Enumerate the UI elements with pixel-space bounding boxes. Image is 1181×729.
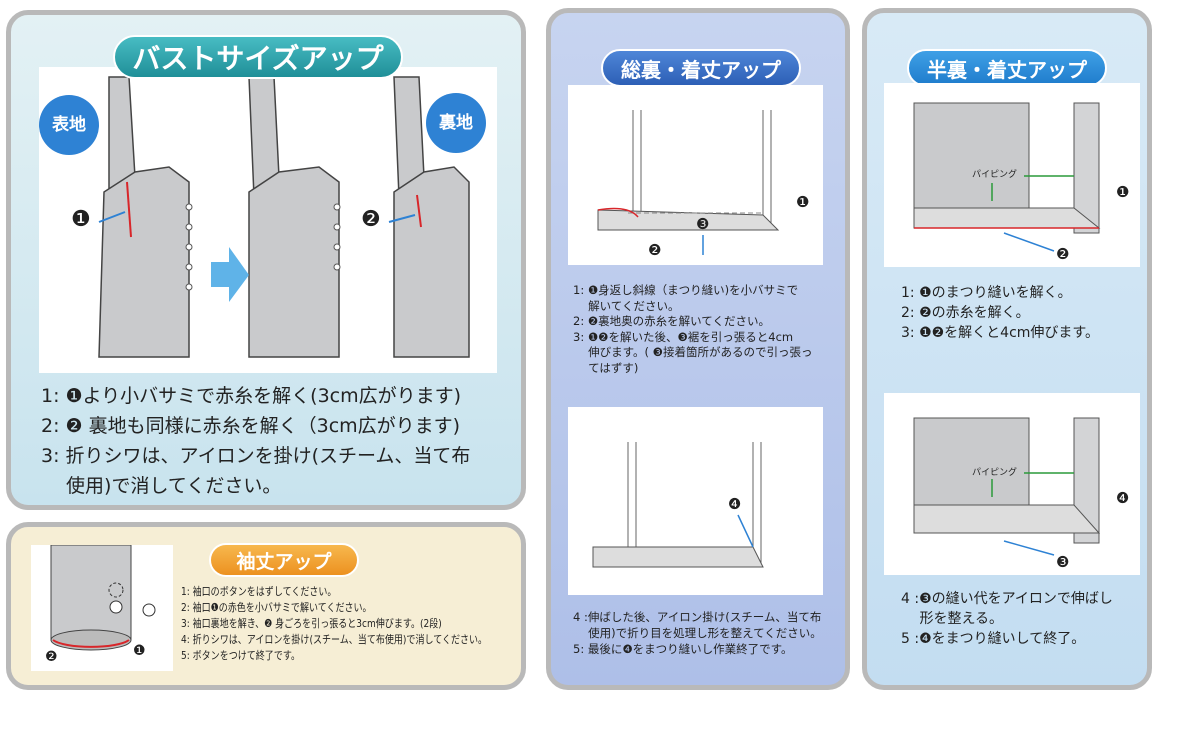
half-lining-steps-top: 1: ❶のまつり縫いを解く。 2: ❷の赤糸を解く。 3: ❶❷を解くと4cm伸… <box>901 283 1099 343</box>
marker-3: ❸ <box>696 215 710 233</box>
sleeve-step: 4: 折りシワは、アイロンを掛け(スチーム、当て布使用)で消してください。 <box>181 633 488 646</box>
marker-2: ❷ <box>1056 245 1070 263</box>
sleeve-illustration: ❶ ❷ <box>31 545 173 671</box>
half-lining-diagram-bottom: パイピング ❹ ❸ <box>884 393 1140 575</box>
half-lining-panel: 半裏・着丈アップ パイピング ❶ ❷ 1: ❶のまつり縫いを解く。 2: ❷の赤… <box>862 8 1152 690</box>
arrow-right-icon <box>211 247 249 302</box>
badge-front-fabric: 表地 <box>39 95 99 155</box>
step: 解いてください。 <box>573 298 680 313</box>
half-lining-steps-bottom: 4 :❸の縫い代をアイロンで伸ばし 形を整える。 5 :❹をまつり縫いして終了。 <box>901 589 1113 649</box>
bust-illustration: ❶ ❷ <box>39 67 497 373</box>
sleeve-step: 3: 袖口裏地を解き、❷ 身ごろを引っ張ると3cm伸びます。(2段) <box>181 617 442 630</box>
step: 1: ❶身返し斜線（まつり縫い)を小バサミで <box>573 283 799 297</box>
sleeve-steps: 1: 袖口のボタンをはずしてください。 2: 袖口❶の赤色を小バサミで解いてくだ… <box>181 584 487 664</box>
full-lining-panel: 総裏・着丈アップ ❶ ❷ ❸ 1: ❶身返し斜線（まつり縫い)を小バサミで 解い… <box>546 8 850 690</box>
full-lining-steps-top: 1: ❶身返し斜線（まつり縫い)を小バサミで 解いてください。 2: ❷裏地奥の… <box>573 283 812 376</box>
marker-2: ❷ <box>648 241 662 259</box>
sleeve-step: 1: 袖口のボタンをはずしてください。 <box>181 585 337 598</box>
step: 3: ❶❷を解いた後、❸裾を引っ張ると4cm <box>573 329 794 344</box>
bust-step: 使用)で消してください。 <box>41 475 282 497</box>
marker-4: ❹ <box>728 495 742 513</box>
piping-label: パイピング <box>972 468 1018 478</box>
half-lining-title: 半裏・着丈アップ <box>907 49 1107 87</box>
step: てはずす) <box>573 360 639 375</box>
marker-1: ❶ <box>796 193 810 211</box>
step: 4 :伸ばした後、アイロン掛け(スチーム、当て布 <box>573 610 822 624</box>
marker-4: ❹ <box>1116 489 1130 507</box>
sleeve-title: 袖丈アップ <box>209 543 359 577</box>
step: 伸びます。( ❸接着箇所があるので引っ張っ <box>573 345 813 359</box>
half-lining-diagram-top: パイピング ❶ ❷ <box>884 83 1140 267</box>
jacket-diagrams <box>98 76 470 358</box>
step: 形を整える。 <box>901 611 1004 627</box>
sleeve-step: 5: ボタンをつけて終了です。 <box>181 649 300 662</box>
sleeve-step: 2: 袖口❶の赤色を小バサミで解いてください。 <box>181 601 372 614</box>
step: 2: ❷の赤糸を解く。 <box>901 305 1030 321</box>
step: 1: ❶のまつり縫いを解く。 <box>901 285 1072 301</box>
full-lining-title: 総裏・着丈アップ <box>601 49 801 87</box>
full-lining-diagram-bottom: ❹ <box>568 407 823 595</box>
sleeve-diagram <box>50 545 156 651</box>
step: 5: 最後に❹をまつり縫いし作業終了です。 <box>573 642 793 656</box>
step: 2: ❷裏地奥の赤糸を解いてください。 <box>573 314 770 328</box>
step: 3: ❶❷を解くと4cm伸びます。 <box>901 325 1100 341</box>
bust-step: 2: ❷ 裏地も同様に赤糸を解く（3cm広がります) <box>41 415 461 437</box>
full-lining-steps-bottom: 4 :伸ばした後、アイロン掛け(スチーム、当て布 使用)で折り目を処理し形を整え… <box>573 609 822 657</box>
step: 5 :❹をまつり縫いして終了。 <box>901 631 1086 647</box>
badge-lining: 裏地 <box>426 93 486 153</box>
marker-2: ❷ <box>361 207 381 232</box>
marker-1: ❶ <box>1116 183 1130 201</box>
full-lining-diagram-top: ❶ ❷ ❸ <box>568 85 823 265</box>
step: 4 :❸の縫い代をアイロンで伸ばし <box>901 591 1113 607</box>
piping-label: パイピング <box>972 170 1018 180</box>
bust-size-panel: ❶ ❷ バストサイズアップ 表地 裏地 1: ❶より小バサミで赤糸を解く(3cm… <box>6 10 526 510</box>
bust-steps: 1: ❶より小バサミで赤糸を解く(3cm広がります) 2: ❷ 裏地も同様に赤糸… <box>41 381 470 501</box>
marker-2: ❷ <box>45 649 58 665</box>
step: 使用)で折り目を処理し形を整えてください。 <box>573 626 822 640</box>
marker-1: ❶ <box>71 207 91 232</box>
bust-step: 1: ❶より小バサミで赤糸を解く(3cm広がります) <box>41 385 462 407</box>
marker-1: ❶ <box>133 643 146 659</box>
bust-title: バストサイズアップ <box>113 35 403 79</box>
marker-3: ❸ <box>1056 553 1070 571</box>
bust-step: 3: 折りシワは、アイロンを掛け(スチーム、当て布 <box>41 445 471 467</box>
sleeve-length-panel: ❶ ❷ 袖丈アップ 1: 袖口のボタンをはずしてください。 2: 袖口❶の赤色を… <box>6 522 526 690</box>
